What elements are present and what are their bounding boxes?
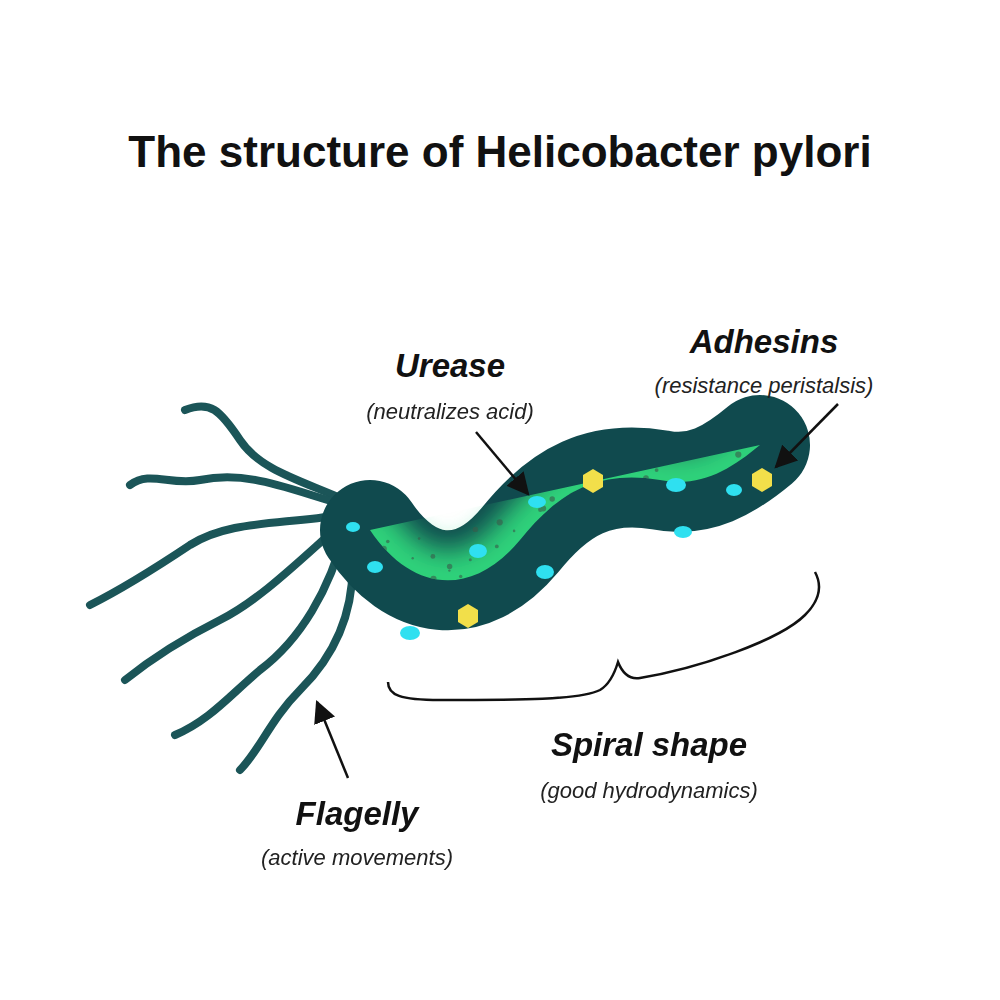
speck: [561, 536, 566, 541]
speck: [613, 490, 617, 494]
urease-dots: [346, 478, 742, 640]
spiral-bracket: [388, 572, 819, 700]
leader-arrows: [317, 404, 838, 778]
speck: [458, 582, 461, 585]
speck: [473, 527, 478, 532]
bacterium-body: [370, 427, 794, 580]
speck: [532, 529, 538, 535]
speck: [604, 490, 607, 493]
speck: [677, 450, 680, 453]
speck: [360, 548, 365, 553]
speck: [518, 552, 523, 557]
speck: [565, 530, 569, 534]
part-note: (resistance peristalsis): [655, 373, 874, 399]
adhesin-hexagons: [458, 468, 772, 628]
speck: [418, 537, 421, 540]
speck: [747, 465, 752, 470]
speck: [380, 546, 386, 552]
speck: [534, 541, 538, 545]
speck: [749, 440, 753, 444]
speck: [447, 564, 452, 569]
speck: [413, 598, 419, 604]
speck: [595, 529, 598, 532]
speck: [413, 593, 416, 596]
part-note: (active movements): [261, 845, 453, 871]
part-note: (neutralizes acid): [366, 399, 534, 425]
speck: [735, 452, 741, 458]
part-name: Adhesins: [690, 323, 839, 361]
speck: [616, 503, 622, 509]
speck: [495, 545, 499, 549]
speck: [497, 519, 503, 525]
flagella: [90, 406, 353, 770]
speck: [412, 557, 414, 559]
speck: [544, 515, 548, 519]
speck: [570, 544, 574, 548]
speck: [643, 475, 649, 481]
speck: [732, 468, 737, 473]
speck: [655, 468, 659, 472]
speck: [386, 540, 390, 544]
speck: [608, 499, 611, 502]
speck: [556, 526, 560, 530]
speck: [550, 496, 555, 501]
cytoplasm-dots: [360, 425, 753, 604]
speck: [626, 509, 631, 514]
speck: [538, 508, 542, 512]
speck: [569, 493, 575, 499]
part-note: (good hydrodynamics): [540, 778, 758, 804]
part-name: Flagelly: [296, 795, 419, 833]
speck: [430, 589, 433, 592]
speck: [513, 530, 516, 533]
speck: [469, 558, 472, 561]
speck: [446, 586, 451, 591]
speck: [408, 571, 411, 574]
speck: [431, 554, 436, 559]
speck: [486, 585, 492, 591]
speck: [508, 563, 512, 567]
speck: [555, 517, 561, 523]
title: The structure of Helicobacter pylori: [128, 127, 871, 177]
part-name: Spiral shape: [551, 726, 747, 764]
speck: [382, 556, 387, 561]
speck: [561, 500, 565, 504]
speck: [659, 456, 661, 458]
speck: [743, 425, 747, 429]
speck: [432, 591, 435, 594]
speck: [604, 516, 610, 522]
speck: [653, 463, 658, 468]
speck: [598, 512, 603, 517]
speck: [430, 576, 436, 582]
speck: [459, 575, 462, 578]
speck: [571, 532, 577, 538]
speck: [676, 458, 680, 462]
speck: [563, 501, 566, 504]
speck: [549, 546, 552, 549]
speck: [721, 437, 724, 440]
part-name: Urease: [395, 347, 505, 385]
speck: [732, 446, 736, 450]
speck: [481, 573, 484, 576]
speck: [448, 569, 450, 571]
speck: [567, 504, 570, 507]
speck: [572, 492, 577, 497]
